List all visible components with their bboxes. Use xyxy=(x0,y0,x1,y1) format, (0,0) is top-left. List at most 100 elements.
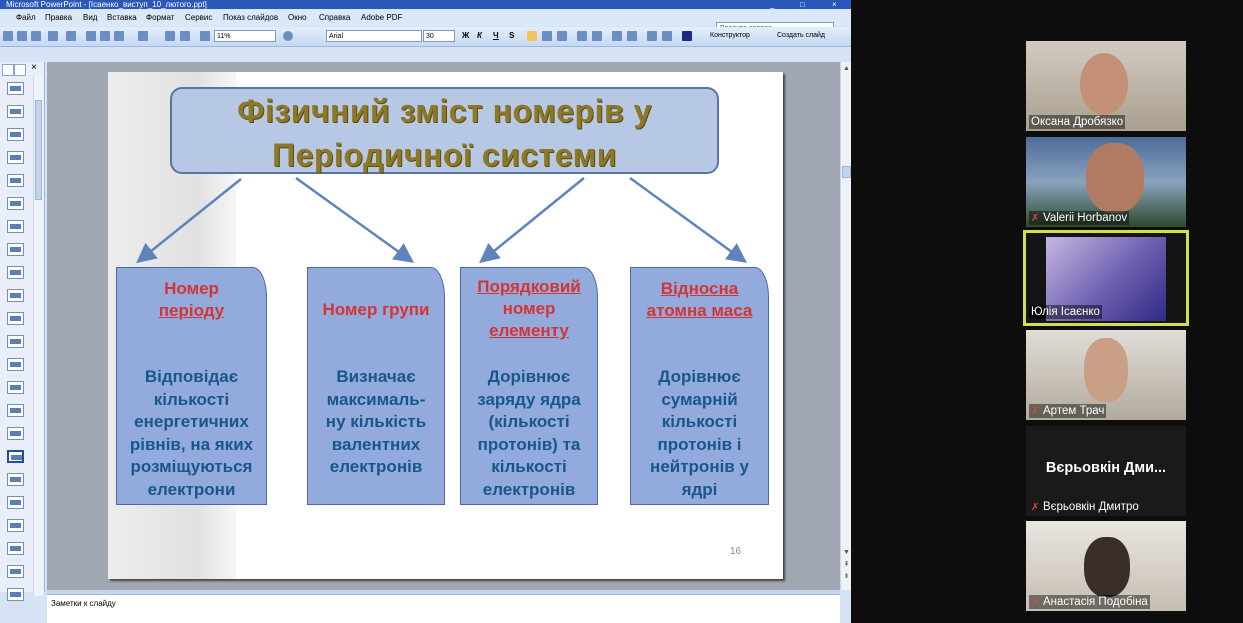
underline-button[interactable]: Ч xyxy=(493,31,499,40)
slide-thumbnail[interactable] xyxy=(7,565,24,578)
font-select[interactable]: Arial xyxy=(326,30,422,42)
participant-tile-active-speaker[interactable]: Юлія Ісаєнко xyxy=(1023,230,1189,326)
participant-tile[interactable]: ✗Артем Трач xyxy=(1026,330,1186,420)
slide-thumbnail[interactable] xyxy=(7,105,24,118)
prev-slide-icon[interactable]: ⇞ xyxy=(843,561,850,568)
copy-icon[interactable] xyxy=(100,31,110,41)
slide-thumbnail[interactable] xyxy=(7,82,24,95)
undo-icon[interactable] xyxy=(138,31,148,41)
shadow-button[interactable]: S xyxy=(509,31,515,40)
vertical-scrollbar[interactable]: ▲ ▼ ⇞ ⇟ xyxy=(840,62,851,590)
tab-outline[interactable] xyxy=(2,64,14,76)
slide-thumbnail[interactable] xyxy=(7,450,24,463)
open-icon[interactable] xyxy=(17,31,27,41)
slide-thumbnail[interactable] xyxy=(7,519,24,532)
menu-edit[interactable]: Правка xyxy=(45,13,73,22)
numbering-icon[interactable] xyxy=(577,31,587,41)
participant-tile[interactable]: ✗Valerii Horbanov xyxy=(1026,137,1186,227)
align-left-icon[interactable] xyxy=(527,31,537,41)
scroll-down-icon[interactable]: ▼ xyxy=(843,549,850,556)
font-color-icon[interactable] xyxy=(682,31,692,41)
increase-indent-icon[interactable] xyxy=(662,31,672,41)
pane-scrollbar[interactable] xyxy=(33,76,43,596)
slide-thumbnail[interactable] xyxy=(7,588,24,601)
card-body-line: (кількості xyxy=(488,412,570,431)
slide-thumbnail[interactable] xyxy=(7,312,24,325)
participant-video xyxy=(1086,143,1144,213)
new-slide-button[interactable]: Создать слайд xyxy=(777,32,826,39)
participant-name-row: ✗Вєрьовкін Дмитро xyxy=(1029,500,1141,514)
decrease-indent-icon[interactable] xyxy=(647,31,657,41)
notes-pane[interactable]: Заметки к слайду xyxy=(47,594,840,623)
new-icon[interactable] xyxy=(3,31,13,41)
card-body-line: кількості xyxy=(661,412,738,431)
slide-thumbnail[interactable] xyxy=(7,542,24,555)
card-head-line: атомна маса xyxy=(646,301,753,320)
slide-thumbnail[interactable] xyxy=(7,358,24,371)
participant-name: Вєрьовкін Дмитро xyxy=(1043,501,1139,513)
slide-thumbnail[interactable] xyxy=(7,473,24,486)
paste-icon[interactable] xyxy=(114,31,124,41)
slide-thumbnail[interactable] xyxy=(7,174,24,187)
slide-thumbnail[interactable] xyxy=(7,220,24,233)
slide-thumbnail[interactable] xyxy=(7,197,24,210)
menu-format[interactable]: Формат xyxy=(146,13,175,22)
slide-thumbnail[interactable] xyxy=(7,381,24,394)
spellcheck-icon[interactable] xyxy=(66,31,76,41)
participant-tile-video-off[interactable]: Вєрьовкін Дми... ✗Вєрьовкін Дмитро xyxy=(1026,426,1186,516)
slide-thumbnail[interactable] xyxy=(7,335,24,348)
slide-thumbnail[interactable] xyxy=(7,151,24,164)
cut-icon[interactable] xyxy=(86,31,96,41)
slide-thumbnail[interactable] xyxy=(7,427,24,440)
card-head-line: елементу xyxy=(489,321,569,340)
scroll-up-icon[interactable]: ▲ xyxy=(843,65,850,72)
menu-view[interactable]: Вид xyxy=(83,13,98,22)
secondary-toolbar xyxy=(0,47,851,61)
participant-tile[interactable]: Оксана Дробязко xyxy=(1026,41,1186,131)
chart-icon[interactable] xyxy=(165,31,175,41)
bullets-icon[interactable] xyxy=(592,31,602,41)
notes-placeholder: Заметки к слайду xyxy=(51,599,116,608)
menu-file[interactable]: Файл xyxy=(16,13,36,22)
italic-button[interactable]: К xyxy=(477,31,482,40)
close-button[interactable]: × xyxy=(832,0,837,9)
menu-tools[interactable]: Сервис xyxy=(185,13,213,22)
pane-scroll-thumb[interactable] xyxy=(35,100,42,200)
font-grow-icon[interactable] xyxy=(612,31,622,41)
menu-help[interactable]: Справка xyxy=(319,13,351,22)
participant-tile[interactable]: ✗Анастасія Подобіна xyxy=(1026,521,1186,611)
slide-thumbnail[interactable] xyxy=(7,404,24,417)
font-size-select[interactable]: 30 xyxy=(423,30,455,42)
slide-thumbnail[interactable] xyxy=(7,266,24,279)
zoom-select[interactable]: 11% xyxy=(214,30,276,42)
slide-thumbnail[interactable] xyxy=(7,289,24,302)
card-atomic-mass: Відносна атомна маса Дорівнює сумарній к… xyxy=(630,267,769,505)
slide-thumbnail[interactable] xyxy=(7,128,24,141)
next-slide-icon[interactable]: ⇟ xyxy=(843,573,850,580)
menu-slideshow[interactable]: Показ слайдов xyxy=(223,13,279,22)
help-icon[interactable] xyxy=(283,31,293,41)
align-right-icon[interactable] xyxy=(557,31,567,41)
grid-icon[interactable] xyxy=(200,31,210,41)
menu-window[interactable]: Окно xyxy=(288,13,307,22)
scroll-thumb[interactable] xyxy=(842,166,851,178)
designer-button[interactable]: Конструктор xyxy=(710,32,750,39)
menu-insert[interactable]: Вставка xyxy=(107,13,137,22)
maximize-button[interactable]: □ xyxy=(800,0,805,9)
align-center-icon[interactable] xyxy=(542,31,552,41)
font-shrink-icon[interactable] xyxy=(627,31,637,41)
card-body-line: електронів xyxy=(329,457,423,476)
participant-name-row: ✗Анастасія Подобіна xyxy=(1029,595,1150,609)
slide-thumbnail[interactable] xyxy=(7,496,24,509)
bold-button[interactable]: Ж xyxy=(462,31,470,40)
menu-adobe-pdf[interactable]: Adobe PDF xyxy=(361,13,403,22)
table-icon[interactable] xyxy=(180,31,190,41)
slide-thumbnail[interactable] xyxy=(7,243,24,256)
horizontal-scrollbar[interactable] xyxy=(47,590,840,594)
tab-slides[interactable] xyxy=(14,64,26,76)
card-body-line: кількості xyxy=(153,389,230,409)
close-pane-icon[interactable]: × xyxy=(31,62,37,73)
minimize-button[interactable]: _ xyxy=(770,0,775,9)
save-icon[interactable] xyxy=(31,31,41,41)
print-icon[interactable] xyxy=(48,31,58,41)
